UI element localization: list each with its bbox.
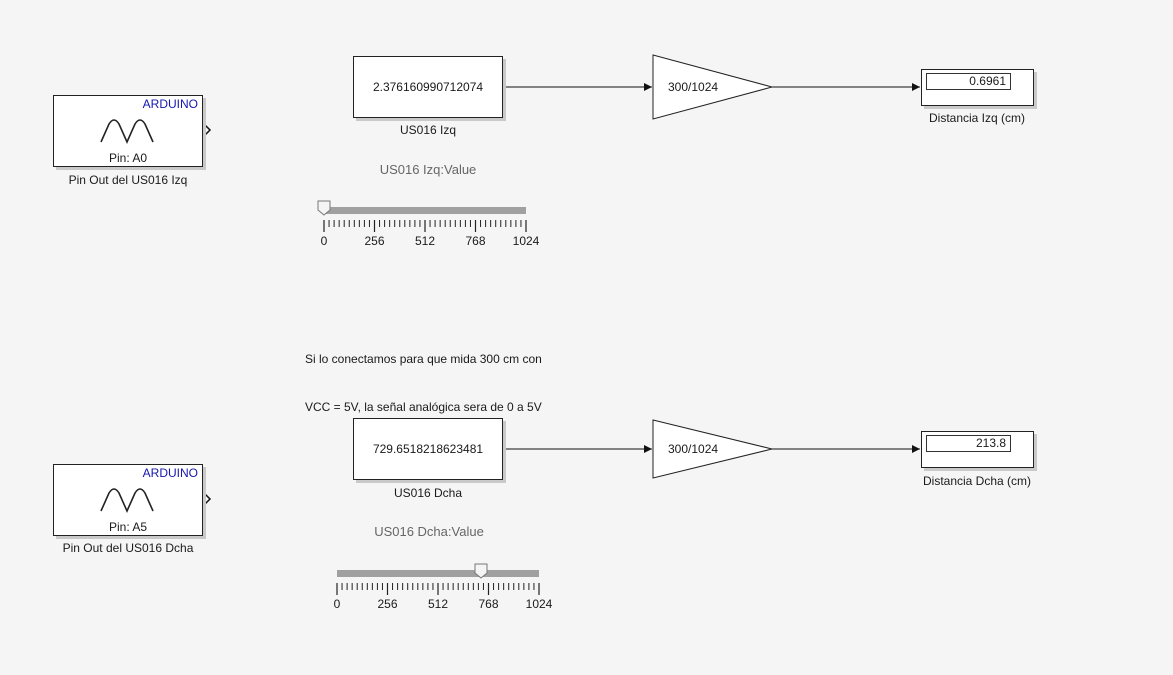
gain-value-dcha: 300/1024 [668, 442, 719, 456]
slider-tick-label: 768 [465, 234, 486, 248]
slider-tick-label: 1024 [525, 597, 553, 611]
slider-tick-label: 768 [478, 597, 499, 611]
slider-izq[interactable]: 0 256 512 768 1024 [317, 200, 539, 250]
slider-ticks [323, 220, 527, 232]
arduino-block-caption-izq: Pin Out del US016 Izq [68, 173, 188, 187]
waveform-icon [100, 119, 154, 144]
arduino-block-caption-dcha: Pin Out del US016 Dcha [62, 541, 194, 555]
arduino-pin-block-dcha[interactable]: ARDUINO Pin: A5 [53, 464, 203, 536]
slider-tick-label: 0 [320, 234, 328, 248]
output-port-icon[interactable] [203, 492, 212, 506]
display-block-izq[interactable]: 0.6961 [921, 69, 1034, 106]
constant-block-dcha[interactable]: 729.6518218623481 [353, 418, 503, 480]
slider-tick-label: 0 [333, 597, 341, 611]
arduino-pin-label: Pin: A5 [108, 520, 148, 534]
constant-value: 2.376160990712074 [372, 80, 484, 94]
output-port-icon[interactable] [203, 123, 212, 137]
constant-block-caption-dcha: US016 Dcha [393, 486, 463, 500]
display-value: 213.8 [926, 435, 1011, 452]
slider-label-dcha: US016 Dcha:Value [374, 524, 484, 539]
constant-block-caption-izq: US016 Izq [399, 123, 457, 137]
slider-ticks [336, 583, 540, 595]
slider-thumb-icon[interactable] [474, 563, 488, 579]
gain-block-izq-shape[interactable] [652, 54, 774, 120]
arduino-pin-label: Pin: A0 [108, 151, 148, 165]
arduino-header: ARDUINO [142, 466, 198, 480]
arduino-pin-block-izq[interactable]: ARDUINO Pin: A0 [53, 95, 203, 167]
waveform-icon [100, 488, 154, 513]
slider-thumb-icon[interactable] [317, 200, 331, 216]
display-block-caption-izq: Distancia Izq (cm) [928, 111, 1026, 125]
display-block-dcha[interactable]: 213.8 [921, 431, 1034, 468]
constant-block-izq[interactable]: 2.376160990712074 [353, 56, 503, 118]
display-value: 0.6961 [926, 73, 1011, 90]
slider-tick-label: 512 [427, 597, 449, 611]
slider-track[interactable] [337, 570, 539, 577]
slider-tick-label: 256 [364, 234, 385, 248]
slider-tick-label: 256 [377, 597, 398, 611]
annotation-note: Si lo conectamos para que mida 300 cm co… [305, 319, 542, 447]
slider-tick-label: 512 [414, 234, 436, 248]
annotation-line: Si lo conectamos para que mida 300 cm co… [305, 352, 542, 366]
slider-label-izq: US016 Izq:Value [379, 162, 477, 177]
slider-tick-label: 1024 [512, 234, 540, 248]
arduino-header: ARDUINO [142, 97, 198, 111]
display-block-caption-dcha: Distancia Dcha (cm) [922, 474, 1032, 488]
annotation-line: VCC = 5V, la señal analógica sera de 0 a… [305, 400, 542, 414]
slider-dcha[interactable]: 0 256 512 768 1024 [333, 563, 552, 613]
slider-track[interactable] [324, 207, 526, 214]
gain-value-izq: 300/1024 [668, 80, 719, 94]
gain-block-dcha-shape[interactable] [652, 419, 773, 479]
constant-value: 729.6518218623481 [372, 442, 484, 456]
